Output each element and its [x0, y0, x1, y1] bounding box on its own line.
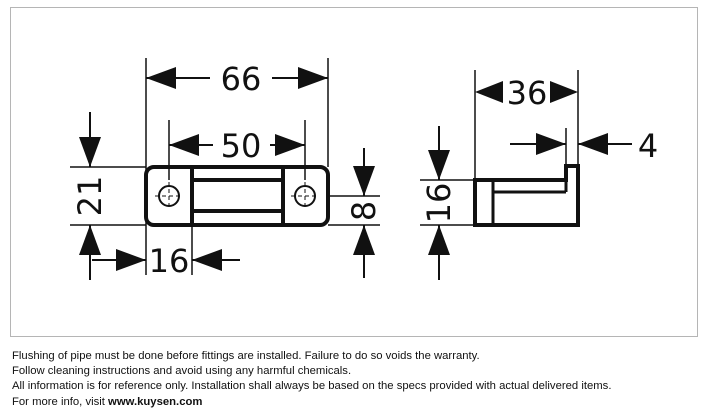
dimension-50-label: 50 — [221, 127, 262, 165]
front-view — [70, 58, 380, 280]
front-extension-lines — [70, 58, 380, 275]
dimension-50 — [169, 134, 305, 156]
dimension-21 — [79, 112, 101, 280]
dimension-16-side — [428, 126, 450, 280]
dimension-16-front — [92, 249, 240, 271]
note-flushing: Flushing of pipe must be done before fit… — [12, 350, 480, 362]
notes-block: Flushing of pipe must be done before fit… — [12, 349, 702, 410]
note-more-info: For more info, visit www.kuysen.com — [12, 395, 702, 410]
dimension-21-label: 21 — [71, 176, 109, 217]
dimension-8 — [353, 148, 375, 278]
note-cleaning: Follow cleaning instructions and avoid u… — [12, 365, 352, 378]
note-reference: All information is for reference only. I… — [12, 380, 612, 393]
dimension-4-label: 4 — [638, 127, 658, 165]
side-extension-lines — [420, 70, 579, 226]
side-view — [420, 70, 632, 280]
dimension-8-label: 8 — [345, 201, 383, 221]
dimension-16-front-label: 16 — [149, 242, 190, 280]
dimension-36-label: 36 — [507, 74, 548, 112]
website-link[interactable]: www.kuysen.com — [108, 395, 203, 408]
dimension-4 — [510, 133, 632, 155]
side-view-outline — [473, 164, 580, 227]
drawing-frame — [10, 7, 698, 337]
left-screw-hole — [155, 182, 183, 210]
dimension-16-side-label: 16 — [420, 183, 458, 224]
technical-drawing: 66 50 21 16 8 — [70, 58, 658, 280]
more-info-text: For more info, visit — [12, 395, 109, 408]
right-screw-hole — [291, 182, 319, 210]
dimension-66 — [146, 67, 328, 89]
dimension-36 — [475, 81, 578, 103]
dimension-66-label: 66 — [221, 60, 262, 98]
